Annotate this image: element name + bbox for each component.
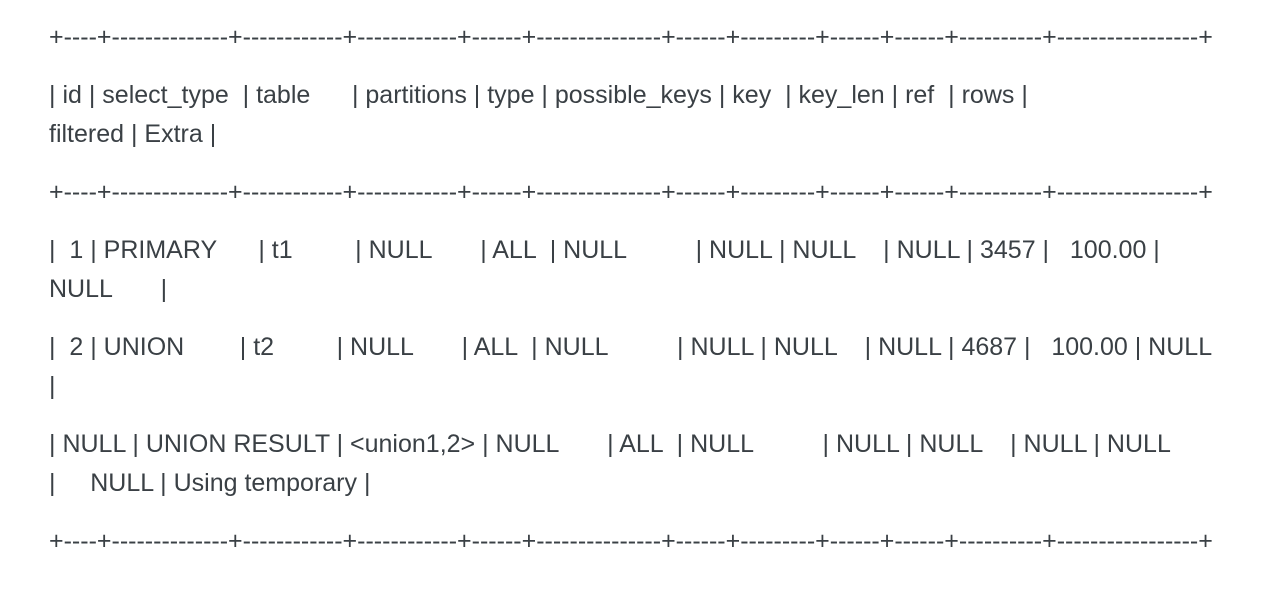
table-header-row: | id | select_type | table | partitions … — [49, 81, 1028, 148]
table-row-union: | 2 | UNION | t2 | NULL | ALL | NULL | N… — [49, 333, 1213, 400]
explain-output: +----+--------------+------------+------… — [49, 18, 1262, 561]
table-border-bottom: +----+--------------+------------+------… — [49, 527, 1213, 555]
table-border-top: +----+--------------+------------+------… — [49, 23, 1213, 51]
table-border-header: +----+--------------+------------+------… — [49, 178, 1213, 206]
table-row-union-result: | NULL | UNION RESULT | <union1,2> | NUL… — [49, 430, 1171, 497]
table-row-primary: | 1 | PRIMARY | t1 | NULL | ALL | NULL |… — [49, 236, 1160, 303]
